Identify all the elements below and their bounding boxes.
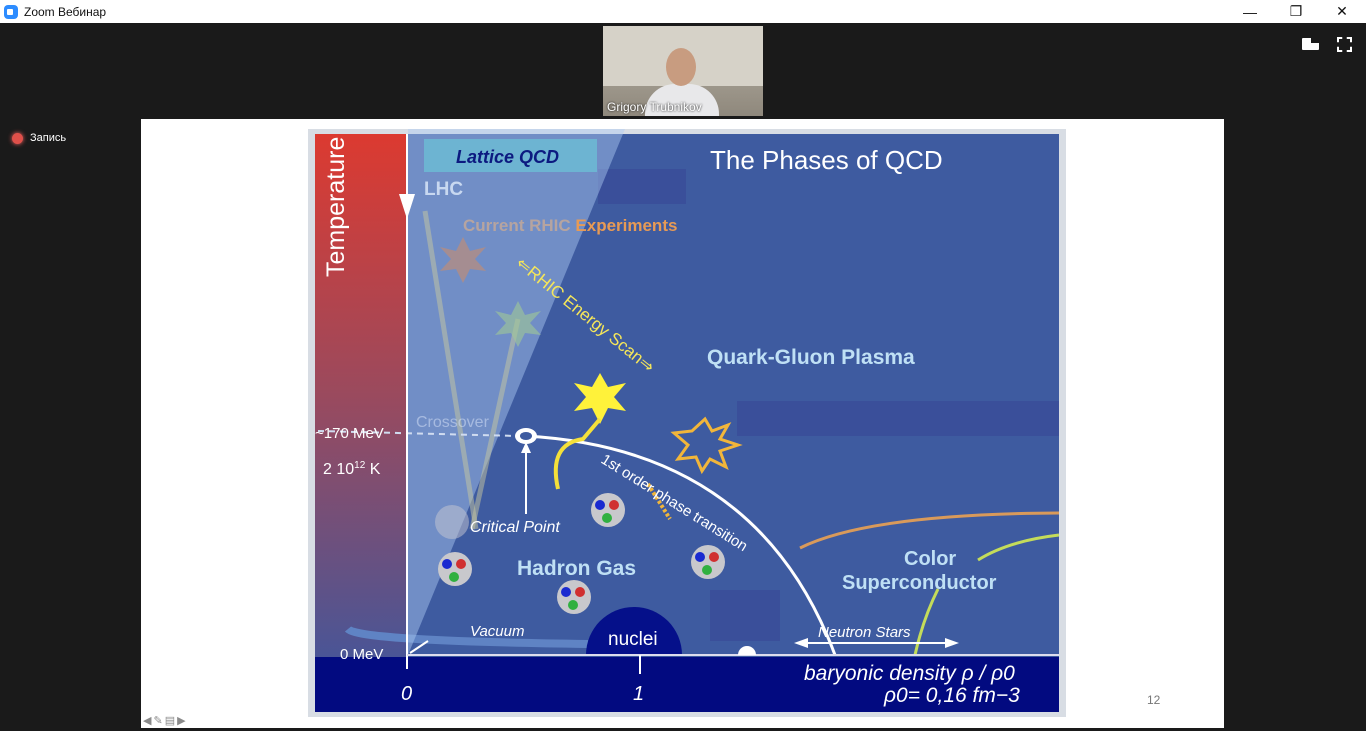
vacuum-arrow — [409, 640, 429, 654]
recording-indicator: Запись — [12, 132, 66, 144]
decor-rect — [710, 590, 780, 641]
kelvin-unit: K — [365, 461, 380, 478]
hadron-gas-label: Hadron Gas — [517, 557, 636, 580]
superconductor-label: Superconductor — [842, 572, 997, 594]
minimize-button[interactable]: — — [1243, 3, 1257, 20]
recording-label: Запись — [30, 132, 67, 144]
yellow-arrow — [553, 417, 602, 490]
nuclei-dome — [586, 607, 682, 655]
vacuum-band — [344, 625, 589, 648]
x-axis-label: baryonic density ρ / ρ0 — [804, 662, 1015, 685]
slide-title: The Phases of QCD — [710, 145, 943, 175]
kelvin-exp: 12 — [354, 460, 366, 471]
decor-rect — [737, 401, 1059, 436]
csc-boundary-green — [913, 533, 1060, 656]
first-order-line — [525, 434, 837, 656]
hadron-icons — [435, 493, 725, 614]
temperature-axis-label: Temperature — [322, 137, 350, 277]
crossover-label: Crossover — [416, 414, 490, 431]
next-slide-icon[interactable]: ▶ — [177, 715, 186, 727]
lhc-star-icon — [440, 237, 486, 283]
t170-label: ~170 MeV — [315, 425, 384, 442]
kelvin-base: 2 10 — [323, 461, 354, 478]
x-tick-1: 1 — [633, 683, 644, 705]
participant-video[interactable]: Grigory Trubnikov — [603, 26, 763, 116]
restore-button[interactable]: ❐ — [1289, 3, 1303, 19]
kelvin-label: 2 1012 K — [323, 460, 381, 478]
nuclei-label: nuclei — [608, 629, 658, 650]
critical-point-label: Critical Point — [470, 519, 560, 536]
yellow-star-icon — [574, 373, 626, 424]
color-label: Color — [904, 548, 956, 570]
experiments-label-part: Experiments — [571, 216, 678, 235]
slide-nav-toolbar: ◀ ✎ ▤ ▶ — [143, 714, 186, 727]
record-icon — [12, 132, 23, 144]
participant-name: Grigory Trubnikov — [607, 100, 702, 114]
qcd-phase-diagram: nuclei Lattice QCD The Phases of QCD LHC… — [315, 129, 1060, 712]
vacuum-label: Vacuum — [470, 623, 524, 640]
neutron-stars-label: Neutron Stars — [818, 624, 911, 641]
lattice-qcd-label: Lattice QCD — [456, 147, 559, 167]
lhc-label: LHC — [424, 179, 463, 200]
x-tick-0: 0 — [401, 683, 412, 705]
crossover-dashed-line — [317, 430, 519, 437]
lattice-qcd-box — [424, 139, 597, 172]
prev-slide-icon[interactable]: ◀ — [143, 715, 152, 727]
close-button[interactable]: ✕ — [1336, 3, 1348, 19]
orange-star-icon — [670, 416, 743, 475]
video-person-body — [645, 84, 719, 116]
rho0-label: ρ0= 0,16 fm−3 — [883, 684, 1020, 707]
slide-menu-icon[interactable]: ▤ — [164, 715, 176, 727]
title-bar: Zoom Вебинар — ❐ ✕ — [0, 0, 1366, 23]
current-rhic-label: Current RHIC Experiments — [463, 216, 677, 235]
slide-image-frame: nuclei Lattice QCD The Phases of QCD LHC… — [308, 129, 1066, 717]
slide-page-number: 12 — [1147, 693, 1161, 707]
decor-rect — [598, 169, 686, 204]
x-axis-band — [315, 657, 1059, 712]
fullscreen-icon[interactable] — [1337, 37, 1352, 52]
zero-mev-label: 0 MeV — [340, 646, 383, 663]
rhic-trajectory — [469, 318, 521, 530]
pen-icon[interactable]: ✎ — [153, 715, 163, 727]
rhic-star-icon — [495, 301, 541, 347]
temperature-arrow-icon — [399, 194, 415, 219]
qgp-label: Quark-Gluon Plasma — [707, 346, 915, 369]
dotted-arrow — [646, 482, 672, 521]
temperature-bar — [315, 134, 407, 657]
window-title: Zoom Вебинар — [24, 4, 107, 19]
rhic-label-part: Current RHIC — [463, 216, 571, 235]
video-person-head — [666, 48, 696, 86]
lhc-trajectory — [422, 210, 479, 530]
csc-boundary-orange — [799, 511, 1060, 550]
speaker-view-icon[interactable] — [1302, 38, 1319, 50]
zoom-logo-icon — [4, 4, 18, 19]
